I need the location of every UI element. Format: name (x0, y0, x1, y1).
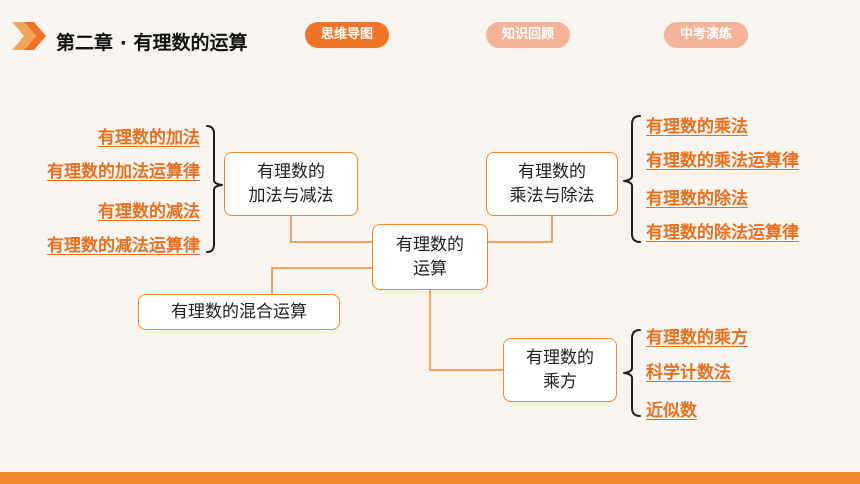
page-title: 第二章 · 有理数的运算 (56, 32, 248, 54)
tab-mindmap[interactable]: 思维导图 (305, 22, 389, 48)
link-addition[interactable]: 有理数的加法 (98, 128, 200, 148)
link-subtraction-laws[interactable]: 有理数的减法运算律 (47, 236, 200, 256)
link-division[interactable]: 有理数的除法 (646, 189, 748, 209)
node-add-sub: 有理数的 加法与减法 (224, 152, 358, 216)
link-multiplication-laws[interactable]: 有理数的乘法运算律 (646, 151, 799, 171)
node-power: 有理数的 乘方 (503, 338, 617, 402)
node-mixed: 有理数的混合运算 (138, 294, 340, 330)
link-addition-laws[interactable]: 有理数的加法运算律 (47, 162, 200, 182)
link-subtraction[interactable]: 有理数的减法 (98, 202, 200, 222)
link-multiplication[interactable]: 有理数的乘法 (646, 117, 748, 137)
link-power[interactable]: 有理数的乘方 (646, 328, 748, 348)
link-scientific-notation[interactable]: 科学计数法 (646, 363, 731, 383)
chevron-right-icon (12, 22, 46, 50)
node-operations: 有理数的 运算 (372, 224, 488, 290)
bottom-bar (0, 472, 860, 484)
tab-review[interactable]: 知识回顾 (486, 22, 570, 48)
tab-exam[interactable]: 中考演练 (664, 22, 748, 48)
link-approximation[interactable]: 近似数 (646, 401, 697, 421)
node-mul-div: 有理数的 乘法与除法 (486, 152, 618, 216)
link-division-laws[interactable]: 有理数的除法运算律 (646, 223, 799, 243)
